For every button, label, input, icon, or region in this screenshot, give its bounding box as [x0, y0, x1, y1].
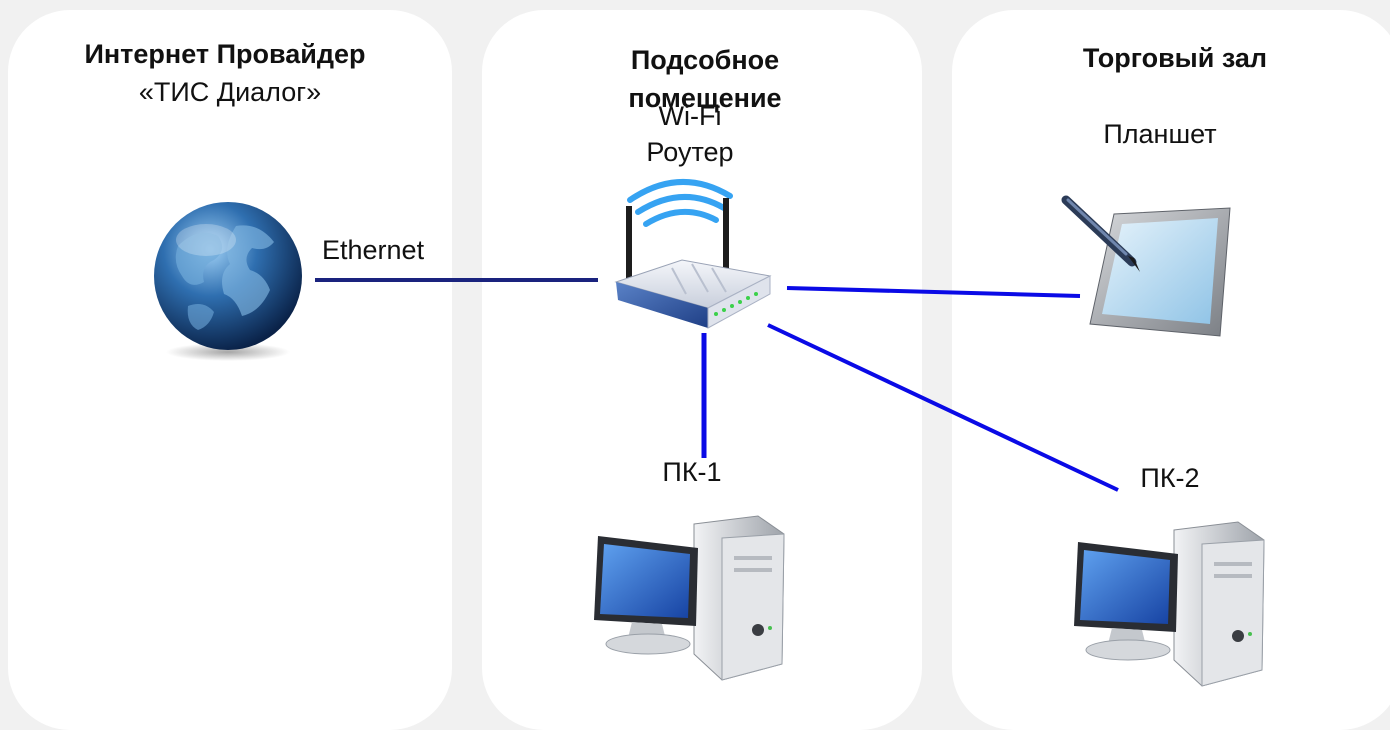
back-room-title-line2: помещение — [628, 83, 782, 113]
isp-subtitle: «ТИС Диалог» — [138, 77, 322, 107]
back-room-title-line1: Подсобное — [630, 45, 780, 75]
desktop-computer-icon — [594, 515, 785, 681]
router-pc2-line — [767, 323, 1119, 492]
router-label-line2: Роутер — [646, 137, 734, 167]
connection-lines — [315, 278, 1119, 492]
pc2-label: ПК-2 — [1140, 463, 1200, 493]
tablet-pen-icon — [1061, 195, 1231, 337]
sales-hall-title: Торговый зал — [1082, 43, 1268, 73]
wifi-router-icon — [614, 178, 772, 329]
tablet-label: Планшет — [1103, 119, 1217, 149]
router-tablet-line — [786, 286, 1081, 298]
desktop-computer-icon — [1074, 521, 1265, 687]
globe-icon — [154, 202, 302, 361]
pc1-label: ПК-1 — [662, 457, 722, 487]
zone-internet-provider — [8, 10, 452, 730]
ethernet-label: Ethernet — [322, 235, 425, 265]
isp-title: Интернет Провайдер — [84, 39, 366, 69]
router-label-line1: Wi-Fi — [658, 101, 722, 131]
